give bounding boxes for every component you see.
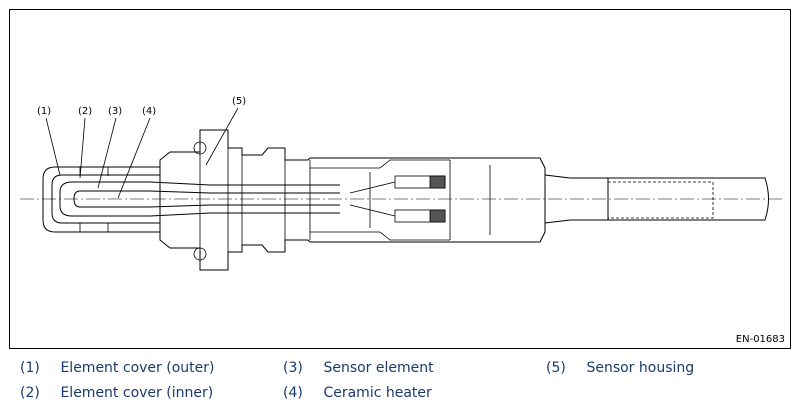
sensor-diagram: (1) (2) (3) (4) (5): [20, 96, 785, 271]
legend-num: (1): [20, 360, 40, 376]
sensor-housing: [159, 129, 546, 271]
protective-tube: [607, 181, 714, 219]
callout-leaders: [45, 107, 239, 199]
inner-element-cover: [51, 174, 160, 224]
cover-vents: [79, 167, 109, 232]
legend-label: Sensor housing: [586, 360, 695, 376]
legend-num: (2): [20, 385, 40, 401]
callout-3: (3): [108, 106, 122, 117]
terminal-connectors: [349, 175, 446, 223]
sensor-element: [59, 181, 340, 217]
lead-wire: [608, 177, 769, 221]
callout-5: (5): [232, 96, 246, 107]
figure-code: EN-01683: [735, 334, 785, 345]
legend-item-3: (3) Sensor element: [283, 360, 434, 376]
legend: (1) Element cover (outer) (2) Element co…: [0, 355, 801, 411]
figure-frame: (1) (2) (3) (4) (5) EN-01683: [9, 9, 791, 349]
legend-label: Element cover (inner): [60, 385, 214, 401]
legend-item-5: (5) Sensor housing: [546, 360, 694, 376]
legend-label: Element cover (outer): [60, 360, 215, 376]
gasket-rings: [193, 141, 207, 261]
legend-item-2: (2) Element cover (inner): [20, 385, 213, 401]
callout-4: (4): [142, 106, 156, 117]
legend-label: Ceramic heater: [323, 385, 432, 401]
callout-2: (2): [78, 106, 92, 117]
legend-num: (3): [283, 360, 303, 376]
outer-element-cover: [42, 166, 160, 233]
housing-details: [199, 148, 491, 252]
legend-num: (4): [283, 385, 303, 401]
legend-label: Sensor element: [323, 360, 434, 376]
legend-num: (5): [546, 360, 566, 376]
legend-item-4: (4) Ceramic heater: [283, 385, 432, 401]
ceramic-heater: [73, 190, 340, 208]
callout-1: (1): [37, 106, 51, 117]
legend-item-1: (1) Element cover (outer): [20, 360, 214, 376]
